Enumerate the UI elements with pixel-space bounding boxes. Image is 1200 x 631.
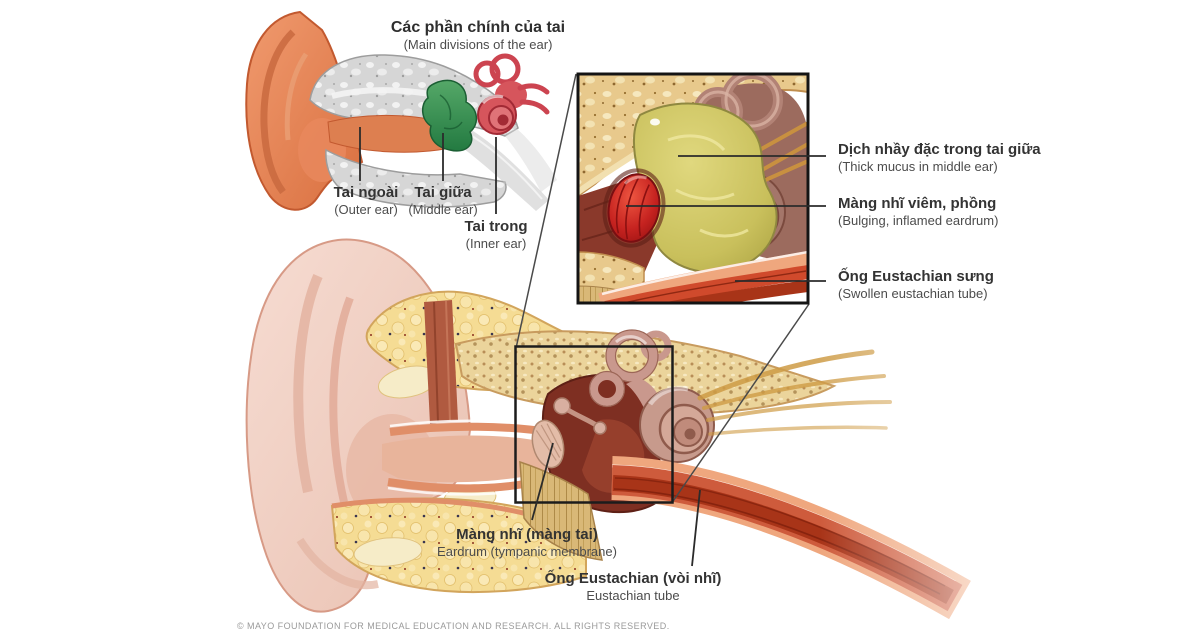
connector-line-right (671, 303, 810, 503)
inset-illustration (576, 72, 810, 305)
label-main-tube: Ống Eustachian (vòi nhĩ) Eustachian tube (473, 570, 793, 604)
label-swollen-tube: Ống Eustachian sưng (Swollen eustachian … (838, 268, 1188, 302)
main-fat-lower (330, 497, 587, 593)
label-bulging-eardrum: Màng nhĩ viêm, phồng (Bulging, inflamed … (838, 195, 1188, 229)
leader-main-tube (691, 489, 701, 567)
label-main-tube-vi: Ống Eustachian (vòi nhĩ) (544, 570, 722, 587)
label-middle-ear-vi: Tai giữa (414, 184, 472, 201)
label-bulging-eardrum-en: (Bulging, inflamed eardrum) (838, 213, 999, 228)
leader-lines (359, 127, 826, 567)
label-outer-ear: Tai ngoài (Outer ear) (306, 184, 426, 218)
label-swollen-tube-vi: Ống Eustachian sưng (838, 268, 994, 285)
overview-middle-ear (422, 79, 478, 152)
title-en: (Main divisions of the ear) (403, 37, 553, 52)
diagram-title: Các phần chính của tai (Main divisions o… (318, 18, 638, 53)
inset-eardrum (602, 168, 666, 248)
main-ear-illustration (245, 238, 1140, 628)
label-main-tube-en: Eustachian tube (586, 588, 680, 603)
connector-line-left (515, 73, 577, 347)
leader-main-eardrum (531, 442, 554, 521)
main-ear-canal (382, 435, 548, 483)
overview-nerve (460, 128, 549, 211)
label-thick-mucus-en: (Thick mucus in middle ear) (838, 159, 998, 174)
fade-overlay (820, 310, 1140, 628)
label-inner-ear: Tai trong (Inner ear) (436, 218, 556, 252)
label-swollen-tube-en: (Swollen eustachian tube) (838, 286, 988, 301)
label-main-eardrum: Màng nhĩ (màng tai) Eardrum (tympanic me… (377, 526, 677, 560)
copyright-credit: © MAYO FOUNDATION FOR MEDICAL EDUCATION … (237, 621, 670, 631)
label-outer-ear-vi: Tai ngoài (333, 184, 399, 201)
main-eardrum (531, 419, 565, 469)
zoom-rectangle (514, 345, 674, 504)
main-canal-wall-band (424, 300, 458, 424)
label-inner-ear-en: (Inner ear) (465, 236, 527, 251)
label-main-eardrum-vi: Màng nhĩ (màng tai) (456, 526, 598, 543)
label-outer-ear-en: (Outer ear) (334, 202, 398, 217)
label-main-eardrum-en: Eardrum (tympanic membrane) (437, 544, 617, 559)
label-middle-ear-en: (Middle ear) (408, 202, 478, 217)
title-vi: Các phần chính của tai (390, 19, 566, 36)
label-inner-ear-vi: Tai trong (464, 218, 528, 235)
label-middle-ear: Tai giữa (Middle ear) (383, 184, 503, 218)
label-thick-mucus-vi: Dịch nhầy đặc trong tai giữa (838, 141, 1041, 158)
overview-ear-illustration (245, 10, 557, 211)
label-bulging-eardrum-vi: Màng nhĩ viêm, phồng (838, 195, 997, 212)
inset-border (576, 72, 810, 305)
label-thick-mucus: Dịch nhầy đặc trong tai giữa (Thick mucu… (838, 141, 1188, 175)
overview-inner-ear (473, 53, 550, 135)
